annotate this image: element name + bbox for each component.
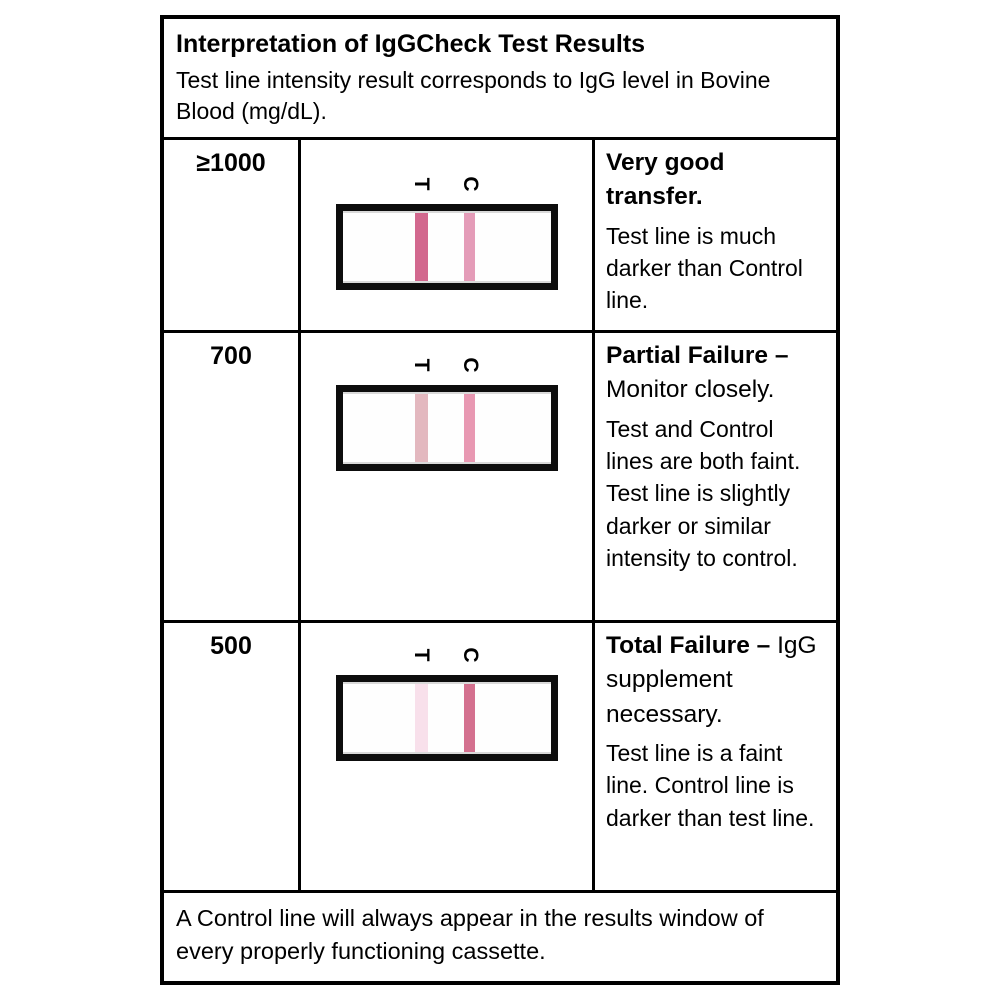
results-window (342, 211, 551, 283)
interpretation-heading: Total Failure – IgG supplement necessary… (606, 629, 826, 732)
interpretation-body: Test and Control lines are both faint. T… (606, 415, 801, 572)
test-line-label: T (409, 177, 433, 191)
test-line (414, 213, 428, 281)
heading-bold-text: Partial Failure – (606, 342, 789, 369)
interpretation-cell: Very good transfer. Test line is much da… (592, 140, 836, 330)
table-footer: A Control line will always appear in the… (164, 890, 836, 981)
control-line (463, 394, 475, 462)
test-cassette: T C (335, 176, 558, 290)
control-line (463, 684, 475, 752)
cassette-cell: T C (298, 333, 592, 620)
interpretation-cell: Total Failure – IgG supplement necessary… (592, 623, 836, 890)
table-header: Interpretation of IgGCheck Test Results … (164, 19, 836, 137)
test-cassette: T C (335, 647, 558, 761)
control-line-label: C (458, 176, 482, 192)
test-line-label: T (409, 648, 433, 662)
interpretation-heading: Partial Failure – Monitor closely. (606, 339, 826, 408)
cassette-body (335, 204, 558, 290)
results-window (342, 682, 551, 754)
interpretation-heading: Very good transfer. (606, 146, 826, 215)
igg-level-value: ≥1000 (196, 149, 266, 177)
igg-level-value: 700 (210, 342, 252, 370)
control-line-label: C (458, 647, 482, 663)
cassette-cell: T C (298, 140, 592, 330)
interpretation-body: Test line is a faint line. Control line … (606, 739, 815, 831)
heading-regular-text: Monitor closely. (606, 376, 775, 404)
test-cassette: T C (335, 357, 558, 471)
test-line (414, 684, 428, 752)
page-subtitle: Test line intensity result corresponds t… (176, 66, 771, 125)
footer-note: A Control line will always appear in the… (176, 905, 764, 964)
heading-regular-text: IgG supplement necessary. (606, 632, 817, 728)
control-line-label: C (458, 357, 482, 373)
heading-bold-text: Total Failure – (606, 632, 771, 659)
table-row: 700 T C Partial Failure – Monitor closel… (164, 330, 836, 620)
control-line (463, 213, 475, 281)
interpretation-table: Interpretation of IgGCheck Test Results … (160, 15, 840, 985)
cassette-body (335, 385, 558, 471)
igg-level-value: 500 (210, 632, 252, 660)
cassette-cell: T C (298, 623, 592, 890)
cassette-body (335, 675, 558, 761)
interpretation-body: Test line is much darker than Control li… (606, 222, 803, 314)
table-row: 500 T C Total Failure – IgG supplement n… (164, 620, 836, 890)
test-line (414, 394, 428, 462)
results-window (342, 392, 551, 464)
test-line-label: T (409, 358, 433, 372)
page-title: Interpretation of IgGCheck Test Results (176, 30, 646, 58)
table-row: ≥1000 T C Very good transfer. Test line … (164, 137, 836, 330)
heading-bold-text: Very good transfer. (606, 149, 725, 211)
interpretation-cell: Partial Failure – Monitor closely. Test … (592, 333, 836, 620)
